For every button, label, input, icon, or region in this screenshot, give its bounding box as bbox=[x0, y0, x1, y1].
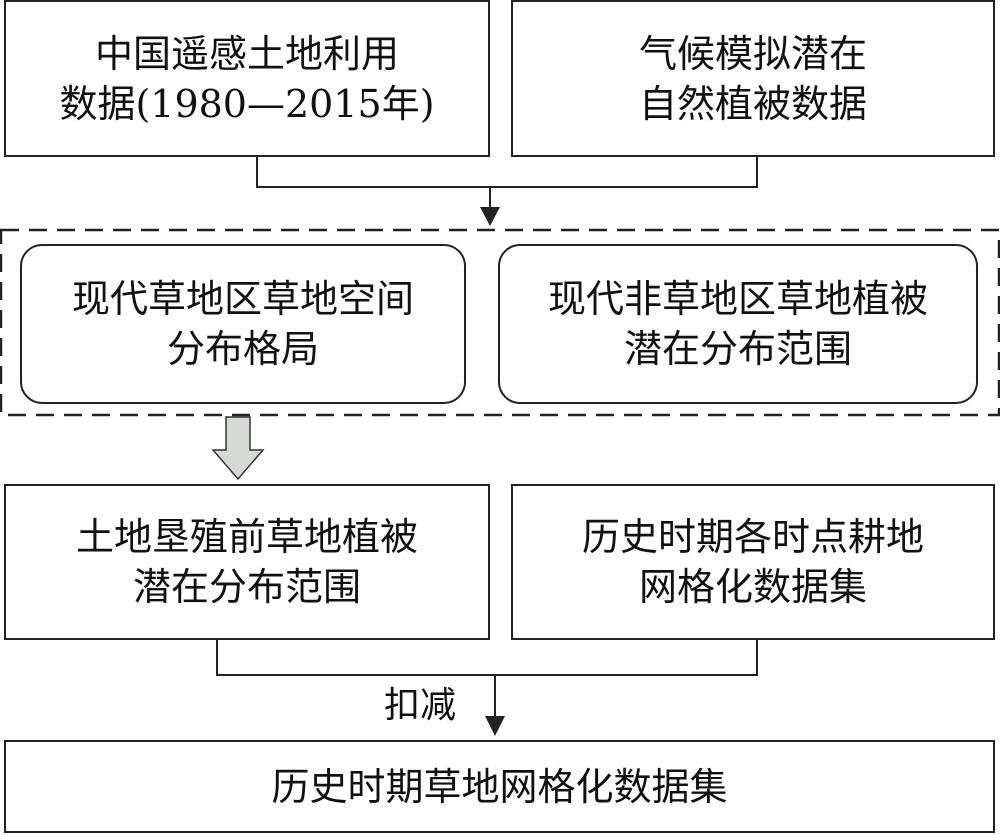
node-land-use-line-2: 数据(1980—2015年) bbox=[59, 81, 435, 126]
arrowhead-bottom bbox=[485, 716, 505, 736]
edge-label-subtract: 扣减 bbox=[384, 685, 457, 726]
node-modern-nongrass-line-2: 潜在分布范围 bbox=[623, 327, 852, 371]
node-land-use-line-1: 中国遥感土地利用 bbox=[94, 31, 399, 76]
merge-connector-top bbox=[256, 157, 758, 213]
node-result-line-1: 历史时期草地网格化数据集 bbox=[271, 764, 728, 809]
hollow-down-arrow bbox=[211, 416, 265, 481]
node-cropland-line-1: 历史时期各时点耕地 bbox=[581, 515, 924, 559]
node-pre-reclaim-line-1: 土地垦殖前草地植被 bbox=[75, 515, 418, 559]
dashed-group-border bbox=[0, 228, 1000, 417]
node-modern-nongrass-line-1: 现代非草地区草地植被 bbox=[547, 277, 928, 321]
node-pre-reclaim-line-2: 潜在分布范围 bbox=[132, 565, 361, 609]
node-historical-grassland-dataset: 历史时期草地网格化数据集 bbox=[4, 740, 995, 833]
arrowhead-top bbox=[480, 207, 500, 226]
node-land-use-data: 中国遥感土地利用 数据(1980—2015年) bbox=[4, 0, 490, 157]
node-climate-line-2: 自然植被数据 bbox=[638, 81, 867, 126]
node-climate-vegetation: 气候模拟潜在 自然植被数据 bbox=[511, 0, 995, 157]
node-historical-cropland-dataset: 历史时期各时点耕地 网格化数据集 bbox=[511, 484, 995, 640]
merge-connector-bottom bbox=[216, 640, 758, 720]
node-cropland-line-2: 网格化数据集 bbox=[638, 565, 867, 609]
node-modern-grass-line-1: 现代草地区草地空间 bbox=[71, 277, 414, 321]
node-pre-reclamation-potential: 土地垦殖前草地植被 潜在分布范围 bbox=[4, 484, 490, 640]
node-climate-line-1: 气候模拟潜在 bbox=[638, 31, 867, 76]
node-modern-nongrassland-potential: 现代非草地区草地植被 潜在分布范围 bbox=[498, 244, 978, 404]
node-modern-grass-line-2: 分布格局 bbox=[166, 327, 319, 371]
node-modern-grassland-pattern: 现代草地区草地空间 分布格局 bbox=[20, 244, 466, 404]
